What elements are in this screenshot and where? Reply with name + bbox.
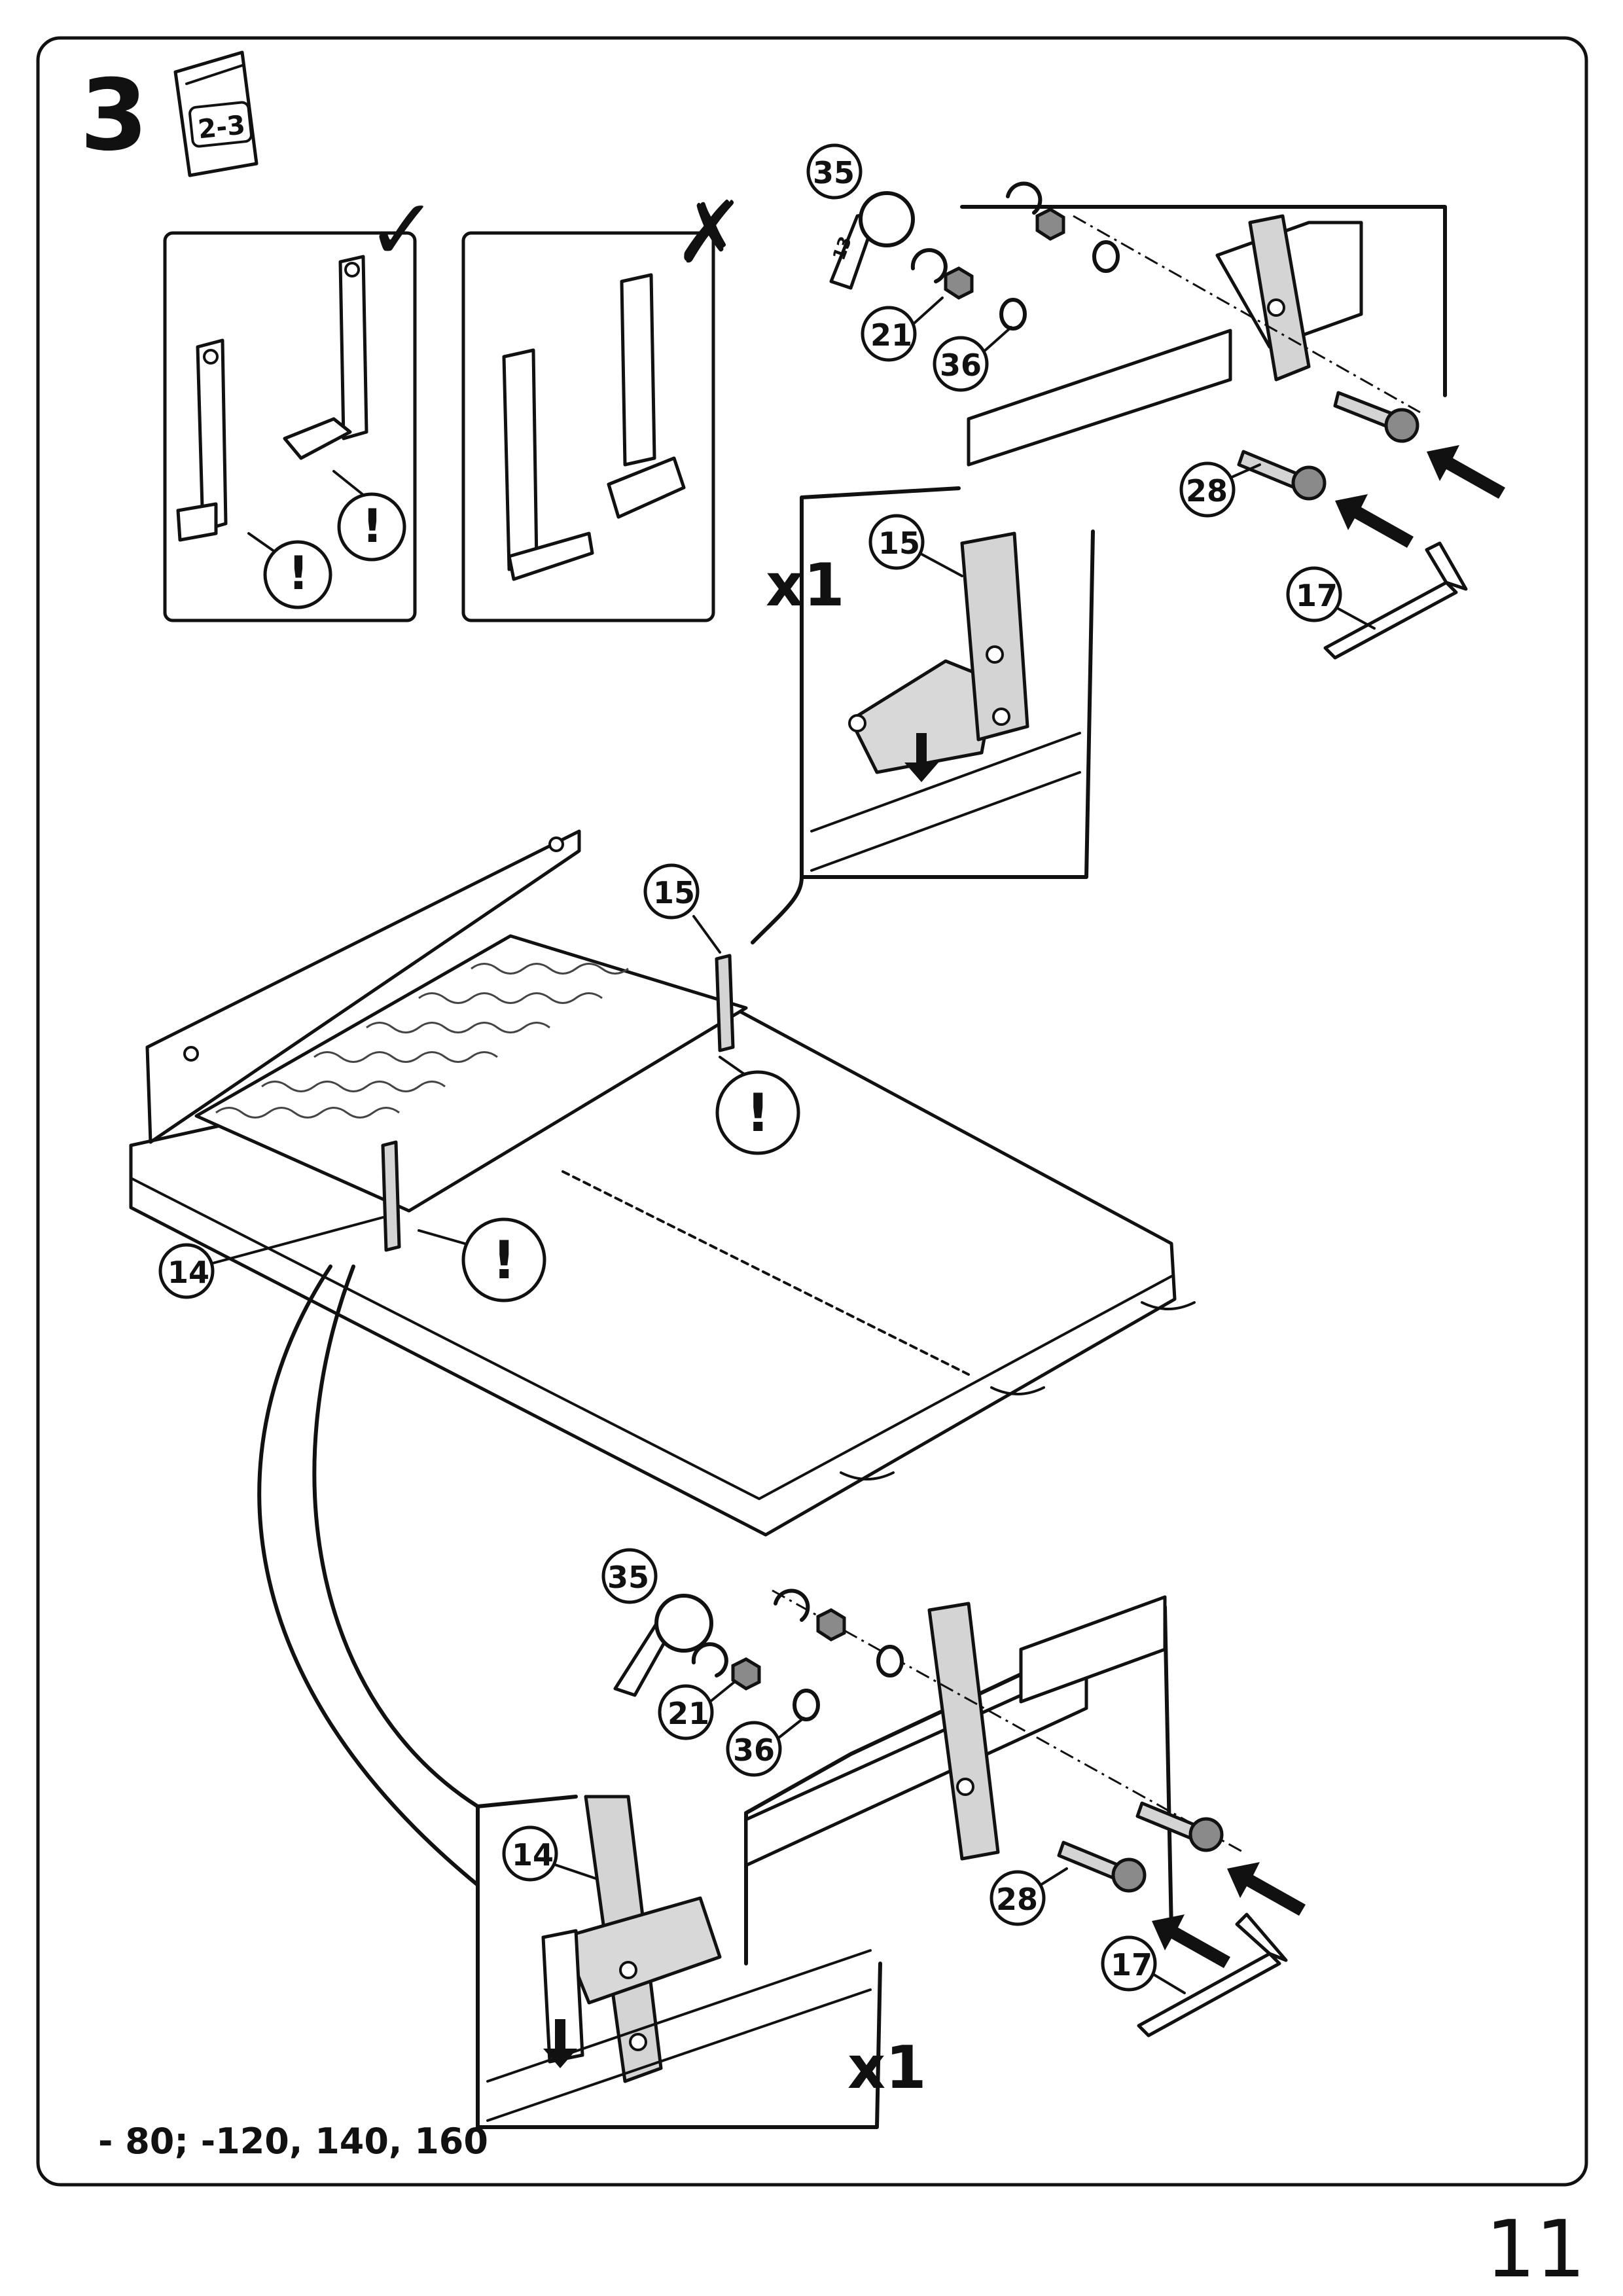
part-callout-21: 21 (658, 1681, 736, 1740)
wrench-icon: 13 (829, 191, 915, 290)
down-arrow-icon (904, 733, 938, 782)
checkmark-icon: ✓ (366, 180, 438, 279)
warning-callout: ! (418, 1217, 546, 1302)
allen-key-icon (1323, 541, 1468, 660)
wrench-icon: 13 (613, 1594, 713, 1697)
top-zoom-bubble: 15 x1 (751, 486, 1095, 944)
quantity-label: x1 (766, 551, 845, 620)
part-callout-28: 28 (990, 1867, 1068, 1926)
part-callout-36: 36 (726, 1717, 805, 1777)
svg-text:14: 14 (512, 1837, 554, 1873)
bottom-assembly-detail: 13 35 (601, 1548, 1306, 2037)
washer-icon (793, 1645, 904, 1721)
bag-label: 2-3 (196, 110, 247, 145)
hardware-bag-icon: 2-3 (173, 50, 259, 177)
svg-text:36: 36 (940, 348, 982, 383)
svg-text:15: 15 (878, 526, 920, 561)
bolt-icon (1237, 391, 1419, 501)
svg-text:17: 17 (1111, 1947, 1152, 1982)
nut-icon (731, 1608, 846, 1691)
svg-text:!: ! (746, 1083, 770, 1143)
part-callout-35: 35 (601, 1548, 658, 1604)
spring-deck (215, 963, 629, 1119)
top-assembly-detail: 13 35 (806, 143, 1505, 660)
size-variant-note: - 80; -120, 140, 160 (98, 2121, 488, 2162)
part-callout-28: 28 (1179, 461, 1261, 518)
svg-text:35: 35 (607, 1560, 649, 1595)
svg-text:14: 14 (168, 1255, 209, 1290)
svg-text:21: 21 (870, 317, 912, 353)
svg-text:35: 35 (813, 155, 855, 190)
part-callout-21: 21 (861, 296, 944, 362)
push-arrow-icon (1335, 445, 1505, 548)
cross-icon: ✗ (674, 183, 745, 282)
bracket-icon (176, 255, 368, 542)
part-callout-14: 14 (158, 1216, 384, 1299)
bolt-icon (1057, 1801, 1224, 1893)
nut-icon (944, 207, 1065, 300)
down-arrow-icon (543, 2019, 577, 2068)
warning-callout: ! (715, 1056, 800, 1155)
svg-text:15: 15 (653, 875, 695, 910)
part-callout-15: 15 (643, 863, 721, 954)
svg-text:!: ! (492, 1230, 516, 1291)
rotate-arrow-icon (910, 181, 1043, 283)
part-callout-14: 14 (502, 1825, 597, 1882)
page-frame (36, 36, 1588, 2187)
quantity-label: x1 (847, 2034, 927, 2102)
rotate-arrow-icon (691, 1588, 810, 1677)
wrong-orientation-panel: ✗ (461, 183, 745, 622)
allen-key-icon (1137, 1912, 1288, 2037)
warning-callout: ! (332, 470, 406, 562)
push-arrow-icon (1152, 1862, 1306, 1968)
step-number: 3 (80, 59, 148, 173)
washer-icon (999, 240, 1120, 331)
part-callout-15: 15 (868, 514, 963, 577)
page-number: 11 (1486, 2204, 1586, 2295)
svg-text:21: 21 (668, 1696, 709, 1731)
bottom-zoom-bubble: 14 x1 (476, 1795, 927, 2129)
sofa-bed-frame: 15 ! 14 ! (129, 829, 1196, 1537)
svg-text:28: 28 (996, 1882, 1038, 1917)
svg-text:!: ! (288, 547, 309, 600)
svg-text:17: 17 (1296, 578, 1338, 613)
correct-orientation-panel: ✓ ! ! (163, 180, 438, 622)
part-callout-17: 17 (1101, 1935, 1186, 1994)
bracket-icon (502, 273, 686, 581)
part-callout-36: 36 (933, 326, 1012, 392)
part-callout-17: 17 (1286, 566, 1376, 630)
warning-callout: ! (247, 532, 332, 609)
part-callout-35: 35 (806, 143, 863, 200)
svg-text:28: 28 (1186, 473, 1228, 509)
svg-text:36: 36 (733, 1732, 775, 1768)
svg-text:!: ! (362, 499, 383, 553)
